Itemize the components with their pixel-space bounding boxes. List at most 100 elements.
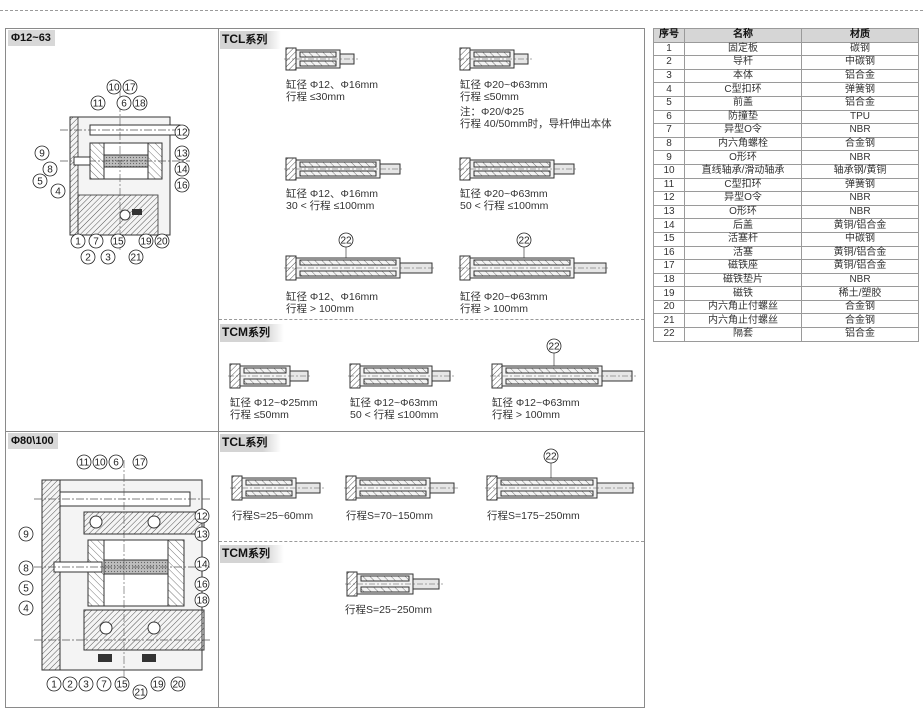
tcl-caption-3: 缸径 Φ12、Φ16mm 30 < 行程 ≤100mm xyxy=(286,188,378,212)
cell-no: 14 xyxy=(653,218,685,233)
caption-line: 缸径 Φ12~Φ25mm xyxy=(230,397,318,409)
tcl-series-label: TCL xyxy=(222,32,246,46)
callout-15: 15 xyxy=(110,233,126,249)
tcl-medium-rod-2 xyxy=(458,157,578,181)
tcl-medium-rod-1 xyxy=(284,157,404,181)
callout-5: 5 xyxy=(18,580,34,596)
caption-line: 行程 > 100mm xyxy=(460,303,528,315)
tcl80-rod-1 xyxy=(230,475,324,501)
cell-material: 铝合金 xyxy=(801,68,919,84)
svg-text:19: 19 xyxy=(140,237,152,248)
cell-no: 21 xyxy=(653,313,685,329)
callout-11: 11 xyxy=(76,454,92,470)
callout-1: 1 xyxy=(46,676,62,692)
callout-22: 22 xyxy=(543,448,559,478)
cell-material: 中碳钢 xyxy=(801,55,919,70)
caption-line: 50 < 行程 ≤100mm xyxy=(350,409,439,421)
tcl-series-title-1: TCL系列 xyxy=(220,31,282,49)
cell-name: 磁铁座 xyxy=(684,259,802,274)
drawing-frame xyxy=(5,28,645,708)
svg-text:4: 4 xyxy=(23,604,29,615)
size-tag-small: Φ12~63 xyxy=(8,30,55,46)
caption-line: 缸径 Φ20~Φ63mm xyxy=(460,188,548,200)
cell-material: 黄铜/铝合金 xyxy=(801,259,919,274)
cell-name: O形环 xyxy=(684,204,802,220)
cell-no: 15 xyxy=(653,231,685,247)
cell-no: 10 xyxy=(653,163,685,179)
cross-section-large: 11 10 6 17 12 13 14 16 18 9 8 5 4 1 2 3 … xyxy=(18,454,210,700)
tcl80-caption-3: 行程S=175~250mm xyxy=(487,510,580,522)
svg-text:18: 18 xyxy=(196,596,208,607)
cell-material: 合金钢 xyxy=(801,136,919,152)
cell-no: 13 xyxy=(653,204,685,220)
svg-text:21: 21 xyxy=(134,688,146,699)
header-name: 名称 xyxy=(684,28,802,43)
cross-section-small: 10 17 11 6 18 12 13 14 16 9 8 5 4 1 7 15… xyxy=(32,79,190,265)
caption-line: 50 < 行程 ≤100mm xyxy=(460,200,549,212)
cell-name: C型扣环 xyxy=(684,82,802,97)
svg-text:22: 22 xyxy=(340,236,352,247)
svg-text:20: 20 xyxy=(172,680,184,691)
svg-text:12: 12 xyxy=(196,512,208,523)
callout-9: 9 xyxy=(18,526,34,542)
callout-16: 16 xyxy=(174,177,190,193)
top-divider xyxy=(0,10,923,11)
cell-name: 隔套 xyxy=(684,327,802,342)
callout-18: 18 xyxy=(132,95,148,111)
tcm-divider-2 xyxy=(219,541,644,542)
callout-21: 21 xyxy=(128,249,144,265)
cell-no: 22 xyxy=(653,327,685,342)
svg-text:22: 22 xyxy=(548,342,560,353)
cell-no: 12 xyxy=(653,191,685,206)
series-suffix: 系列 xyxy=(245,34,268,46)
svg-text:16: 16 xyxy=(196,580,208,591)
callout-18: 18 xyxy=(194,592,210,608)
cell-name: 内六角螺栓 xyxy=(684,136,802,152)
cell-material: NBR xyxy=(801,150,919,165)
svg-text:7: 7 xyxy=(93,237,99,248)
svg-text:2: 2 xyxy=(67,680,73,691)
cell-name: 后盖 xyxy=(684,218,802,233)
tcl-series-label: TCL xyxy=(222,435,246,449)
cell-name: 磁铁垫片 xyxy=(684,272,802,288)
tcl-caption-5: 缸径 Φ12、Φ16mm 行程 > 100mm xyxy=(286,291,378,315)
cell-no: 11 xyxy=(653,177,685,193)
callout-11: 11 xyxy=(90,95,106,111)
cell-no: 6 xyxy=(653,109,685,125)
svg-text:6: 6 xyxy=(121,99,127,110)
cell-material: TPU xyxy=(801,109,919,125)
svg-text:1: 1 xyxy=(75,237,81,248)
callout-5: 5 xyxy=(32,173,48,189)
tcm-rod-3: 22 xyxy=(490,338,636,389)
cell-name: 前盖 xyxy=(684,95,802,111)
tcm-series-title-2: TCM系列 xyxy=(220,545,284,563)
header-no: 序号 xyxy=(653,28,685,43)
svg-text:18: 18 xyxy=(134,99,146,110)
svg-text:15: 15 xyxy=(112,237,124,248)
svg-text:13: 13 xyxy=(196,530,208,541)
cell-material: NBR xyxy=(801,191,919,206)
svg-text:8: 8 xyxy=(23,564,29,575)
cell-no: 1 xyxy=(653,41,685,57)
tcl-caption-1: 缸径 Φ12、Φ16mm 行程 ≤30mm xyxy=(286,79,378,103)
callout-8: 8 xyxy=(18,560,34,576)
cell-no: 2 xyxy=(653,55,685,70)
svg-text:5: 5 xyxy=(23,584,29,595)
callout-15: 15 xyxy=(114,676,130,692)
section-divider xyxy=(6,431,644,432)
tcm-divider-1 xyxy=(219,319,644,320)
cell-no: 7 xyxy=(653,123,685,138)
caption-line: 缸径 Φ12、Φ16mm xyxy=(286,188,379,200)
cell-material: 碳钢 xyxy=(801,41,919,57)
callout-17: 17 xyxy=(132,454,148,470)
series-suffix: 系列 xyxy=(248,548,270,560)
